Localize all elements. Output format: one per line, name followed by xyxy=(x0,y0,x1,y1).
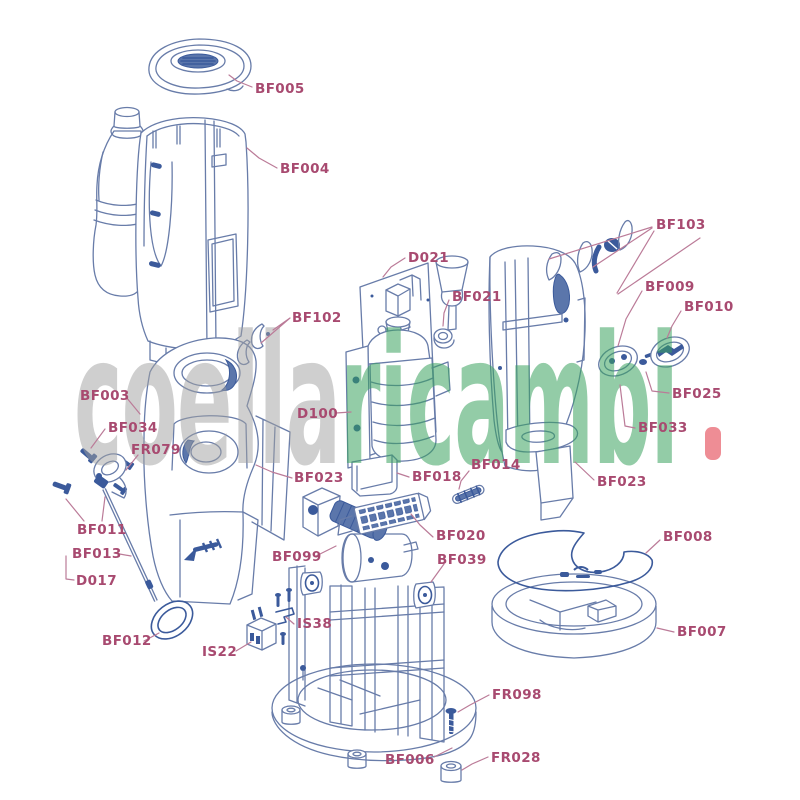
part-cap-bf009 xyxy=(598,345,638,377)
part-selector-pieces xyxy=(545,220,633,281)
part-cap-bf010 xyxy=(650,336,690,368)
grid-logo-marks xyxy=(560,566,602,578)
watermark-dot xyxy=(705,427,721,460)
watermark: coellaricambi xyxy=(74,297,721,505)
part-inner-shell-panel xyxy=(251,415,291,541)
part-tank-housing xyxy=(135,116,249,365)
part-screws-is38 xyxy=(275,588,295,645)
part-screw-bf034 xyxy=(80,448,98,464)
part-right-shell xyxy=(488,245,586,521)
part-grommet-bf039 xyxy=(413,581,436,609)
part-front-shell xyxy=(143,337,259,605)
part-steam-wand xyxy=(94,475,194,640)
part-screw-fr098 xyxy=(445,708,457,734)
leader-lines xyxy=(65,74,701,771)
part-pin xyxy=(452,484,485,504)
part-lever-pieces xyxy=(236,323,270,366)
part-bottle xyxy=(92,106,144,297)
part-valve-bf011 xyxy=(52,453,127,499)
part-foot-fr028 xyxy=(440,760,462,783)
part-frame-column xyxy=(288,565,445,743)
part-grommet-left xyxy=(300,571,323,596)
watermark-green: ricambi xyxy=(340,297,678,505)
part-bushing xyxy=(433,328,455,349)
part-base xyxy=(271,663,477,762)
part-cover-plate xyxy=(351,454,398,497)
flow-arrow-icon xyxy=(184,538,223,561)
part-drip-grid xyxy=(497,529,654,592)
part-feet xyxy=(281,705,367,769)
part-boiler xyxy=(341,533,419,583)
part-keypad-bracket xyxy=(337,515,353,536)
part-keypad xyxy=(353,492,432,535)
watermark-gray: coella xyxy=(74,297,340,505)
part-brew-group xyxy=(345,316,451,469)
part-upper-funnel xyxy=(435,255,469,331)
part-drip-tray xyxy=(491,573,657,659)
part-tank-lid xyxy=(148,38,252,95)
part-switch-block xyxy=(246,606,277,651)
